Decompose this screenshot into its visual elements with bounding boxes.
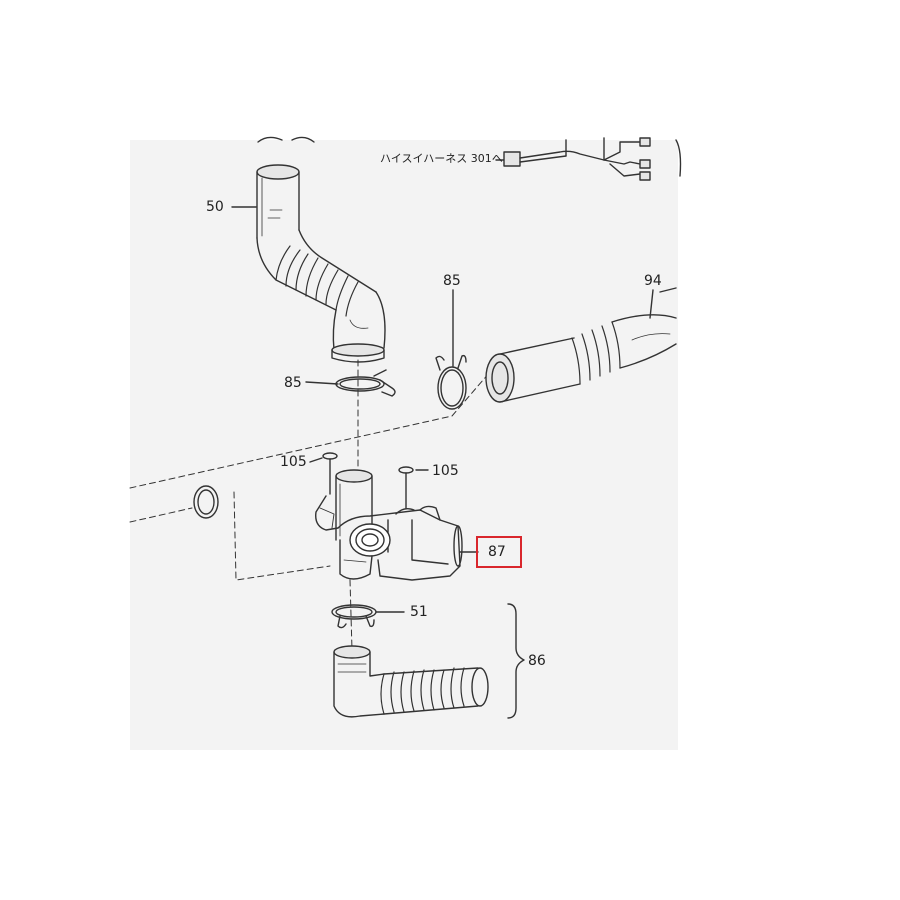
upper-drain-hose-part-50 — [256, 136, 386, 363]
hose-clamp-85-lower — [305, 369, 396, 397]
part-label-85-upper: 85 — [443, 273, 461, 289]
drain-valve-assembly-part-87 — [315, 469, 479, 581]
part-label-105-right: 105 — [432, 463, 459, 479]
harness-connector — [495, 137, 682, 181]
highlight-box-part-87[interactable] — [476, 536, 522, 568]
part-label-51: 51 — [410, 604, 428, 620]
hose-clamp-part-51 — [331, 604, 405, 629]
outlet-hose-part-86 — [333, 645, 489, 718]
hose-clamp-85-upper — [435, 289, 467, 410]
o-ring — [193, 485, 219, 519]
screw-105-right — [398, 466, 429, 509]
diagram-background — [130, 140, 678, 750]
part-label-85-lower: 85 — [284, 375, 302, 391]
screw-105-left — [309, 452, 338, 495]
centerline — [129, 359, 491, 651]
part-label-94: 94 — [644, 273, 662, 289]
part-label-50: 50 — [206, 199, 224, 215]
part-label-86: 86 — [528, 653, 546, 669]
part-label-105-left: 105 — [280, 454, 307, 470]
harness-label: ハイスイハーネス 301へ — [380, 152, 503, 165]
long-hose-part-94 — [485, 287, 677, 403]
part-label-87: 87 — [488, 544, 506, 560]
bracket-86 — [507, 603, 525, 719]
